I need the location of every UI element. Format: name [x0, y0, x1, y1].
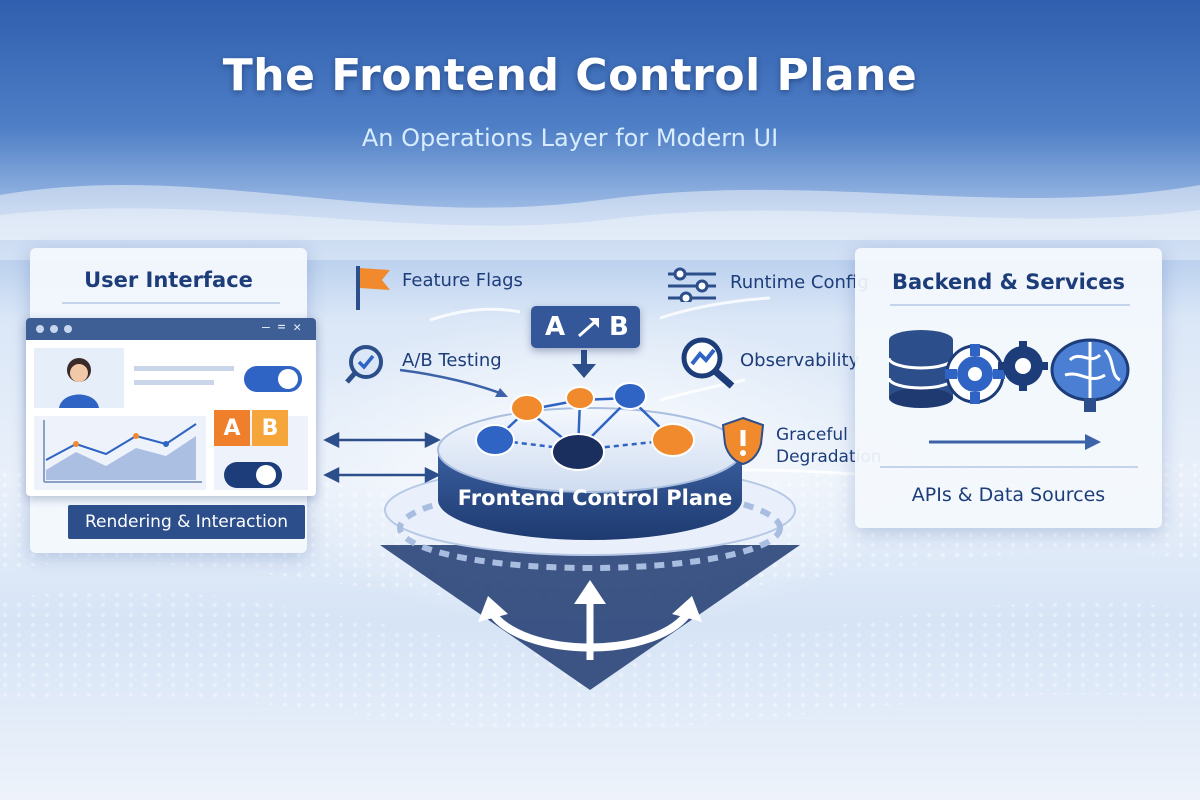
window-dot-icon — [36, 325, 44, 333]
gear-icon — [998, 341, 1048, 391]
apis-data-sources-label: APIs & Data Sources — [911, 484, 1106, 506]
browser-window-mock: — = ✕ A B — [26, 318, 316, 496]
browser-title-bar: — = ✕ — [26, 318, 316, 340]
heading-divider — [890, 304, 1130, 306]
page-subtitle: An Operations Layer for Modern UI — [361, 124, 779, 152]
sliders-icon — [668, 267, 716, 302]
heading-divider — [62, 302, 280, 304]
database-icon — [887, 330, 955, 408]
flag-icon — [356, 266, 390, 310]
window-dot-icon — [50, 325, 58, 333]
window-controls-icon: — = ✕ — [262, 320, 302, 335]
rendering-interaction-caption: Rendering & Interaction — [68, 505, 305, 539]
backend-icons-group — [887, 330, 1130, 412]
shield-warning-icon — [721, 416, 765, 466]
magnifier-chart-icon — [681, 337, 735, 389]
observability-label: Observability — [740, 350, 860, 371]
page-title: The Frontend Control Plane — [222, 50, 918, 101]
ab-test-icon — [345, 345, 383, 384]
backend-services-heading: Backend & Services — [892, 270, 1125, 294]
ab-testing-label: A/B Testing — [402, 350, 502, 371]
frontend-control-plane-label: Frontend Control Plane — [457, 486, 733, 510]
feature-flags-label: Feature Flags — [402, 270, 523, 291]
window-dot-icon — [64, 325, 72, 333]
footer-divider — [880, 466, 1138, 468]
gear-icon — [945, 344, 1005, 404]
ab-badge-a: A — [545, 312, 566, 342]
network-nodes — [475, 382, 695, 471]
ab-chip-a: A — [214, 410, 250, 446]
ab-badge: A B — [531, 306, 640, 348]
user-interface-heading: User Interface — [84, 268, 253, 292]
ab-badge-b: B — [609, 312, 629, 342]
graceful-line-1: Graceful — [776, 425, 848, 445]
runtime-config-label: Runtime Config — [730, 272, 869, 293]
right-arrow-icon — [929, 434, 1101, 450]
ab-chip-b: B — [252, 410, 288, 446]
ab-arrow-icon — [578, 318, 599, 338]
brain-icon — [1050, 338, 1130, 412]
